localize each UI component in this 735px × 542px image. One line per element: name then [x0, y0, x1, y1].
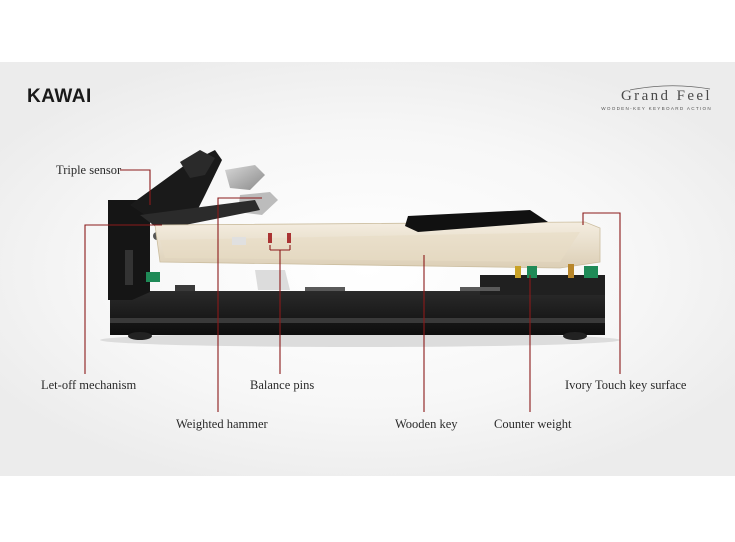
label-weighted-hammer: Weighted hammer [176, 417, 268, 431]
rear-brass [568, 264, 574, 278]
hammer-head [180, 150, 215, 178]
hammer-metal-plate [225, 165, 265, 190]
foot-left [128, 332, 152, 340]
balance-pin-rear [287, 233, 291, 243]
grand-feel-subtitle: WOODEN-KEY KEYBOARD ACTION [601, 106, 712, 111]
kawai-logo: KAWAI [27, 86, 92, 107]
housing-detail [125, 250, 133, 285]
counter-weight-brass [515, 266, 521, 278]
grand-feel-title: Grand Feel [620, 88, 712, 104]
key-block [232, 237, 246, 245]
action-base [110, 291, 605, 335]
grand-feel-logo: Grand Feel WOODEN-KEY KEYBOARD ACTION [590, 84, 712, 116]
hardware-3 [460, 287, 500, 291]
wooden-key-face [160, 232, 580, 262]
green-felt-rear [584, 266, 598, 278]
label-let-off-mechanism: Let-off mechanism [41, 378, 137, 392]
leader-ivory-touch [582, 212, 621, 374]
label-balance-pins: Balance pins [250, 378, 315, 392]
leader-lines [84, 169, 621, 412]
grand-feel-swoosh [629, 85, 711, 91]
foot-right [563, 332, 587, 340]
green-felt-mid [527, 266, 537, 278]
hammer-shank [140, 200, 260, 230]
label-triple-sensor: Triple sensor [56, 163, 122, 177]
support-white [255, 270, 290, 290]
hardware-1 [175, 285, 195, 291]
base-shadow [100, 333, 620, 347]
leader-weighted-hammer [217, 197, 262, 412]
label-counter-weight: Counter weight [494, 417, 572, 431]
base-highlight [110, 318, 605, 323]
leader-triple-sensor [120, 169, 151, 205]
label-wooden-key: Wooden key [395, 417, 458, 431]
black-key-top [405, 210, 548, 232]
hardware-2 [305, 287, 345, 291]
rear-frame [480, 275, 605, 295]
leader-let-off [84, 224, 162, 374]
balance-pin-front [268, 233, 272, 243]
green-felt-front [146, 272, 160, 282]
label-ivory-touch-key-surface: Ivory Touch key surface [565, 378, 687, 392]
